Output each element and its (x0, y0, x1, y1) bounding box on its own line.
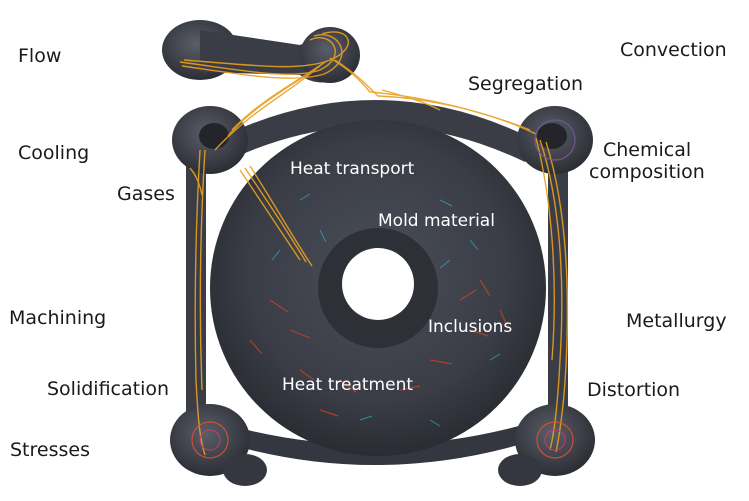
boss-bottom-right-small (498, 454, 542, 486)
label-chemical-line2: composition (589, 160, 705, 183)
label-convection: Convection (620, 39, 727, 61)
label-machining: Machining (9, 307, 107, 329)
label-chemical-composition: Chemical composition (589, 139, 705, 184)
label-heat-treatment: Heat treatment (282, 375, 414, 395)
boss-bottom-right (515, 404, 595, 476)
label-flow: Flow (18, 45, 62, 67)
label-gases: Gases (117, 183, 175, 205)
boss-bottom-left-small (223, 454, 267, 486)
label-chemical-line1: Chemical (603, 139, 692, 161)
boss-bottom-left (170, 404, 250, 476)
bottom-frame (210, 420, 540, 465)
center-hole (342, 248, 414, 320)
label-metallurgy: Metallurgy (626, 310, 727, 332)
label-solidification: Solidification (47, 378, 170, 400)
label-segregation: Segregation (468, 73, 583, 95)
label-inclusions: Inclusions (428, 317, 513, 337)
label-distortion: Distortion (587, 379, 681, 401)
label-stresses: Stresses (10, 439, 90, 461)
cyan-streaks (271, 193, 501, 427)
corner-swirls (191, 119, 576, 459)
top-arc-frame (215, 100, 535, 162)
label-cooling: Cooling (18, 142, 90, 164)
label-heat-transport: Heat transport (290, 159, 415, 179)
red-streaks (249, 279, 509, 417)
label-mold-material: Mold material (378, 211, 495, 231)
